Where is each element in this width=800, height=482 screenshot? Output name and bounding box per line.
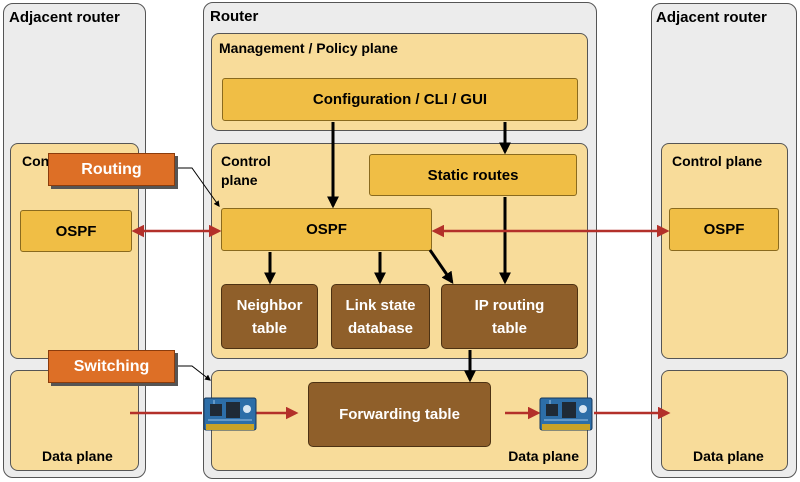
- neighbor-table-box: Neighbor table: [221, 284, 318, 349]
- right-data-plane-title: Data plane: [693, 448, 764, 464]
- ip-routing-table-box: IP routing table: [441, 284, 578, 349]
- switching-callout-leader: [176, 365, 211, 381]
- arrow-ospf-to-ip-routing-table: [428, 249, 454, 284]
- nic-icon-right: [539, 397, 593, 431]
- right-data-plane: Data plane: [661, 370, 788, 471]
- static-routes-box: Static routes: [369, 154, 577, 196]
- right-control-plane-title: Control plane: [672, 153, 763, 169]
- right-control-plane: Control plane: [661, 143, 788, 359]
- routing-callout-leader: [176, 167, 220, 207]
- left-data-plane: Data plane: [10, 370, 139, 471]
- forwarding-table-box: Forwarding table: [308, 382, 491, 447]
- link-state-database-box: Link state database: [331, 284, 430, 349]
- configuration-cli-gui-box: Configuration / CLI / GUI: [222, 78, 578, 121]
- center-ospf-box: OSPF: [221, 208, 432, 251]
- switching-callout: Switching: [48, 350, 175, 383]
- center-control-plane-title: Control plane: [221, 153, 271, 188]
- left-data-plane-title: Data plane: [42, 448, 113, 464]
- left-ospf-box: OSPF: [20, 210, 132, 252]
- center-data-plane-title: Data plane: [508, 448, 579, 464]
- right-router-title: Adjacent router: [656, 9, 767, 26]
- routing-callout: Routing: [48, 153, 175, 186]
- left-router-title: Adjacent router: [9, 9, 120, 26]
- center-router-title: Router: [210, 8, 259, 25]
- management-plane-title: Management / Policy plane: [219, 40, 398, 56]
- right-ospf-box: OSPF: [669, 208, 779, 251]
- nic-icon-left: [203, 397, 257, 431]
